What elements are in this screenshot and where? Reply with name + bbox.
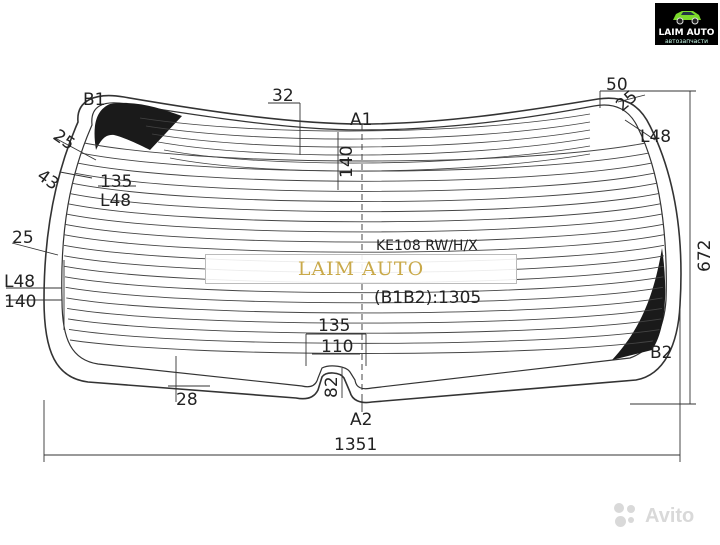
heater-line (67, 160, 662, 182)
heater-line (66, 297, 663, 314)
dim-135-left: 135 (100, 172, 132, 192)
dimension-lines (6, 90, 696, 462)
glass-outline (43, 94, 682, 404)
heater-line (68, 329, 661, 344)
heater-line-upper (139, 113, 591, 132)
avito-dots-icon (614, 503, 640, 529)
corner-mask-b1 (94, 102, 182, 150)
heater-line (69, 339, 661, 354)
watermark-text: LAIM AUTO (297, 258, 425, 280)
corner-mask-b2 (612, 248, 666, 360)
dim-43: 43 (33, 166, 62, 195)
point-a2: A2 (350, 410, 372, 430)
brand-logo: LAIM AUTO автозапчасти (655, 3, 718, 45)
heater-line (69, 139, 661, 162)
watermark-band: LAIM AUTO (205, 254, 517, 284)
dim-l48-left: L48 (100, 191, 131, 211)
heater-line (67, 307, 662, 324)
point-b2: B2 (650, 343, 672, 363)
dim-110: 110 (321, 337, 353, 357)
heater-line (64, 276, 664, 294)
heater-grid (63, 113, 665, 354)
dim-l48-right: L48 (640, 127, 671, 147)
heater-line (65, 192, 664, 213)
brand-name: LAIM AUTO (658, 28, 715, 38)
dim-height: 672 (695, 240, 715, 272)
dim-82: 82 (322, 376, 342, 398)
heater-line (67, 318, 662, 334)
dim-50: 50 (606, 75, 628, 95)
dim-28: 28 (176, 390, 198, 410)
dim-32: 32 (272, 86, 294, 106)
car-icon (673, 11, 701, 25)
avito-text: Avito (645, 504, 695, 527)
heater-line (66, 181, 663, 202)
heater-line (64, 223, 664, 243)
heater-line-upper (169, 153, 591, 172)
heater-line (65, 286, 664, 304)
dim-140-top: 140 (337, 146, 357, 178)
heater-line (67, 171, 663, 192)
dim-25-side: 25 (12, 228, 34, 248)
ceramic-band-outline (61, 102, 667, 390)
dim-l48-side: L48 (4, 272, 35, 292)
dim-135-bottom: 135 (318, 316, 350, 336)
heater-line-upper (163, 145, 591, 164)
heater-line (64, 202, 664, 223)
dim-width: 1351 (334, 435, 377, 455)
dim-140-side: 140 (4, 292, 36, 312)
point-a1: A1 (350, 110, 372, 130)
b1b2-label: (B1B2):1305 (374, 288, 481, 308)
avito-mark: Avito (614, 503, 694, 529)
heater-line (64, 213, 664, 233)
point-b1: B1 (83, 90, 105, 110)
heater-line-upper (157, 137, 591, 156)
part-code: KE108 RW/H/X (376, 238, 478, 254)
brand-subtitle: автозапчасти (664, 38, 709, 45)
heater-line (63, 234, 665, 253)
heater-line-upper (151, 129, 591, 148)
